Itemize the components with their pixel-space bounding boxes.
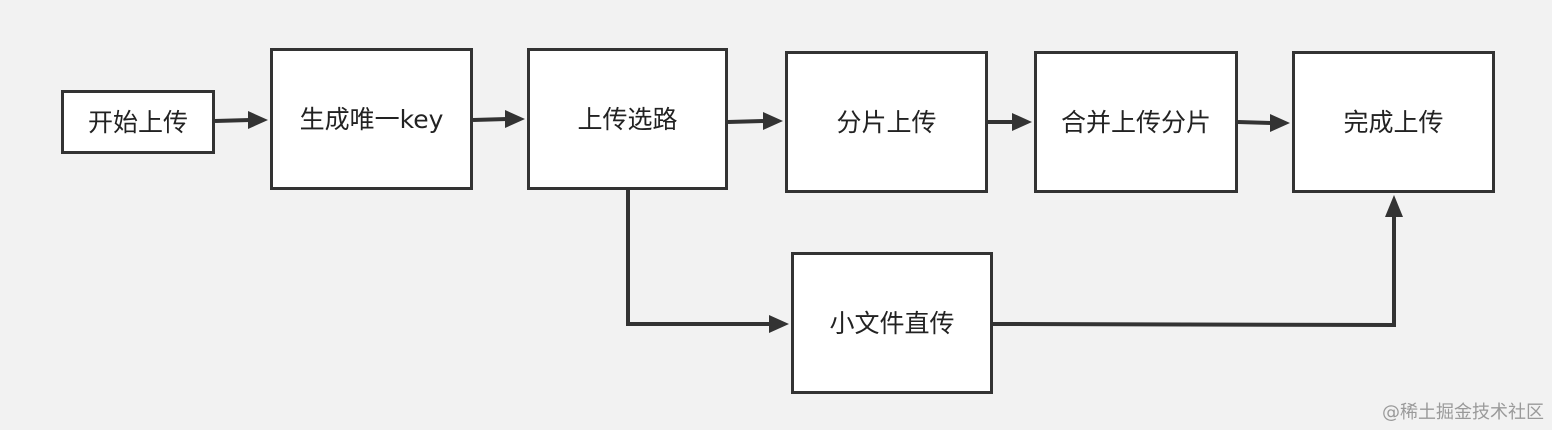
node-label-upload-route-selection: 上传选路: [577, 104, 678, 134]
arrow-small-to-done: [992, 215, 1396, 328]
node-label-start-upload: 开始上传: [87, 107, 188, 137]
arrowhead-route-to-small: [769, 315, 789, 333]
arrow-route-to-small: [626, 190, 771, 326]
arrowhead-key-to-route: [505, 110, 525, 128]
arrow-start-to-key: [214, 118, 251, 123]
arrowhead-route-to-chunk: [763, 112, 783, 130]
arrowhead-merge-to-done: [1270, 114, 1290, 132]
node-label-complete-upload: 完成上传: [1343, 107, 1444, 137]
arrow-merge-to-done: [1237, 120, 1273, 125]
node-start-upload: 开始上传: [61, 90, 215, 154]
node-complete-upload: 完成上传: [1292, 51, 1495, 193]
node-label-generate-unique-key: 生成唯一key: [299, 104, 444, 134]
node-small-file-direct-upload: 小文件直传: [791, 252, 993, 394]
node-chunk-upload: 分片上传: [785, 51, 988, 193]
arrowhead-start-to-key: [248, 111, 268, 129]
arrow-route-to-chunk: [727, 119, 766, 124]
arrowhead-chunk-to-merge: [1012, 113, 1032, 131]
arrow-key-to-route: [472, 117, 508, 122]
watermark-text: @稀土掘金技术社区: [1382, 402, 1544, 423]
node-upload-route-selection: 上传选路: [527, 48, 728, 190]
node-label-small-file-direct-upload: 小文件直传: [829, 308, 955, 338]
arrowhead-small-to-done: [1385, 195, 1403, 217]
node-generate-unique-key: 生成唯一key: [270, 48, 473, 190]
node-merge-chunks: 合并上传分片: [1034, 51, 1238, 193]
node-label-merge-chunks: 合并上传分片: [1060, 107, 1211, 137]
node-label-chunk-upload: 分片上传: [836, 107, 937, 137]
